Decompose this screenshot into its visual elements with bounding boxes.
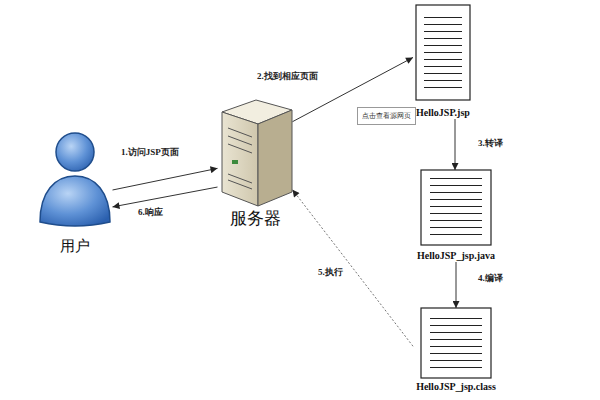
class-file-node: HelloJSP_jsp.class <box>413 308 499 393</box>
jsp-file-node: HelloJSP.jsp <box>413 5 473 119</box>
flow-arrow <box>113 168 218 190</box>
node-label: HelloJSP.jsp <box>413 107 473 119</box>
node-label: 用户 <box>38 237 113 255</box>
java-file-node: HelloJSP_jsp.java <box>414 170 499 262</box>
step-label: 6.响应 <box>137 206 164 218</box>
jsp-document-icon <box>416 5 470 100</box>
step-label: 4.编译 <box>477 272 504 284</box>
user-icon <box>40 133 110 226</box>
class-document-icon <box>421 308 491 378</box>
node-label: HelloJSP_jsp.class <box>413 381 499 393</box>
server-node: 服务器 <box>218 95 293 228</box>
server-icon <box>222 100 292 206</box>
flow-arrow <box>293 190 414 347</box>
step-label: 5.执行 <box>317 266 344 278</box>
step-label: 1.访问JSP页面 <box>120 146 180 158</box>
node-label: 服务器 <box>218 208 293 228</box>
source-link-label: 点击查看源网页 <box>357 107 416 125</box>
step-label: 2.找到相应页面 <box>256 70 319 82</box>
flow-arrow <box>113 187 218 207</box>
node-label: HelloJSP_jsp.java <box>414 250 499 262</box>
flow-arrow <box>456 262 457 308</box>
flow-arrow <box>455 119 456 170</box>
java-document-icon <box>421 170 491 245</box>
step-label: 3.转译 <box>477 137 504 149</box>
user-node: 用户 <box>38 125 113 255</box>
